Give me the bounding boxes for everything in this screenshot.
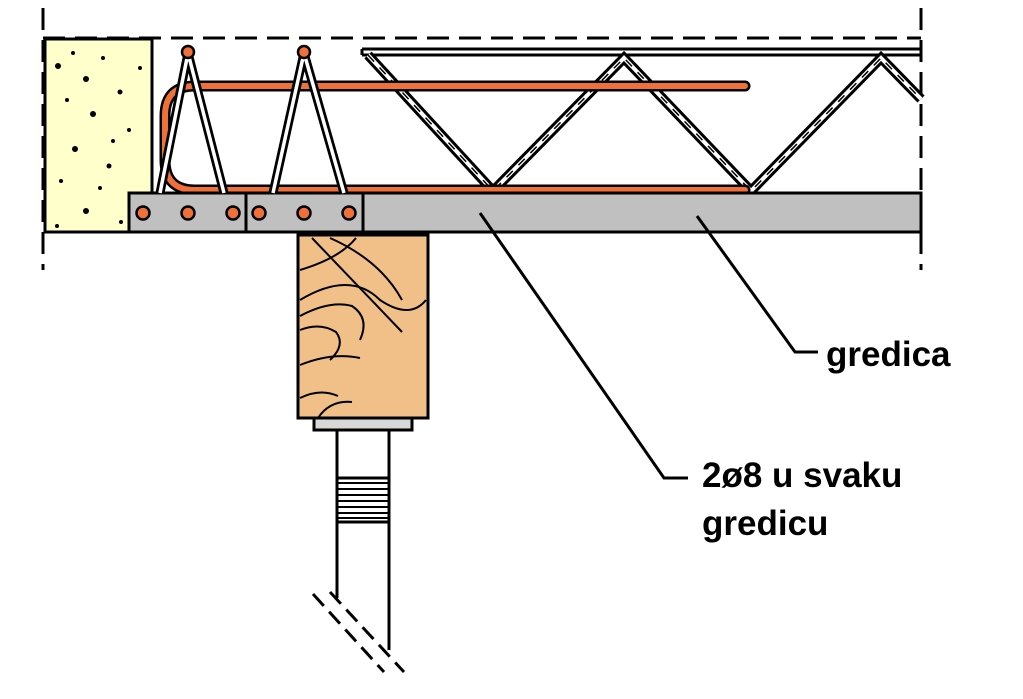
precast-beam [127, 191, 923, 234]
leader-bars [478, 212, 688, 480]
leader-gredica [695, 215, 818, 354]
label-bars-line2: gredicu [702, 504, 828, 543]
label-bars-line1: 2ø8 u svaku [702, 456, 902, 495]
lattice-truss [360, 47, 925, 199]
steel-prop-icon [311, 430, 406, 674]
label-gredica: gredica [826, 335, 951, 374]
timber-post-icon [296, 233, 430, 432]
rebar-2o8 [159, 80, 751, 196]
end-stirrups [155, 44, 349, 195]
section-boundary-lines [41, 8, 923, 270]
leader-lines [478, 212, 818, 480]
